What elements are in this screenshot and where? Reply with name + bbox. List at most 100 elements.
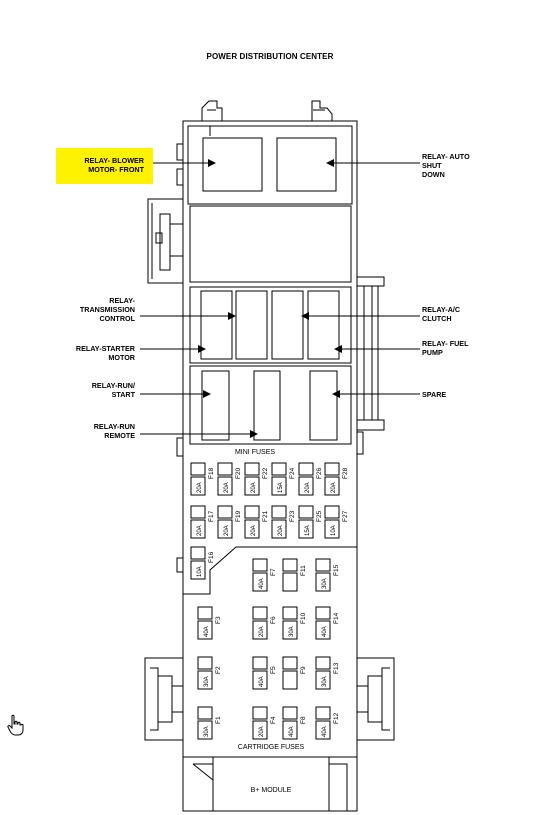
label-relay-ac-clutch: RELAY-A/C CLUTCH bbox=[422, 305, 461, 323]
label-relay-run-start: RELAY-RUN/ START bbox=[91, 381, 135, 399]
cartridge-fuse-f13 bbox=[315, 656, 331, 690]
mini-fuse-f19 bbox=[217, 505, 233, 539]
fuse-rating-f20: 20A bbox=[224, 482, 230, 493]
mini-fuse-f23 bbox=[271, 505, 287, 539]
fuse-id-f21: F21 bbox=[262, 510, 269, 522]
cartridge-fuse-f11 bbox=[282, 558, 298, 592]
fuse-id-f14: F14 bbox=[333, 612, 340, 624]
fuse-rating-f23: 20A bbox=[278, 525, 284, 536]
relay-transmission-control bbox=[200, 290, 233, 360]
fuse-id-f20: F20 bbox=[235, 467, 242, 479]
fuse-rating-f10: 30A bbox=[289, 626, 295, 637]
relay-blower-motor-front bbox=[202, 137, 263, 192]
mini-fuse-f26 bbox=[298, 462, 314, 496]
fuse-id-f27: F27 bbox=[342, 510, 349, 522]
fuse-rating-f12: 40A bbox=[322, 726, 328, 737]
cartridge-fuse-f3 bbox=[197, 606, 213, 640]
fuse-id-f18: F18 bbox=[208, 467, 215, 479]
fuse-rating-f17: 20A bbox=[197, 525, 203, 536]
right-side-rails bbox=[357, 276, 385, 431]
top-tab-left bbox=[201, 100, 223, 121]
highlight-box bbox=[56, 148, 153, 184]
fuse-id-f26: F26 bbox=[316, 467, 323, 479]
relay-bay-lower bbox=[189, 365, 352, 445]
relay-bay-top bbox=[187, 125, 353, 205]
label-relay-run-remote: RELAY-RUN REMOTE bbox=[93, 422, 135, 440]
relay-bay-middle bbox=[189, 286, 352, 364]
fuse-rating-f22: 20A bbox=[251, 482, 257, 493]
cartridge-fuse-f2 bbox=[197, 656, 213, 690]
mini-fuse-f20 bbox=[217, 462, 233, 496]
fuse-id-f15: F15 bbox=[333, 564, 340, 576]
relay-run-remote bbox=[253, 370, 281, 441]
fuse-rating-f21: 20A bbox=[251, 525, 257, 536]
fuse-id-f25: F25 bbox=[316, 510, 323, 522]
label-relay-blower-motor-front: RELAY- BLOWER MOTOR- FRONT bbox=[84, 156, 144, 174]
fuse-id-f3: F3 bbox=[215, 616, 222, 624]
mini-fuse-f28 bbox=[324, 462, 340, 496]
label-relay-transmission-control: RELAY- TRANSMISSION CONTROL bbox=[79, 296, 135, 323]
fuse-id-f16: F16 bbox=[208, 551, 215, 563]
fuse-id-f24: F24 bbox=[289, 467, 296, 479]
fuse-rating-f27: 10A bbox=[331, 525, 337, 536]
fuse-id-f9: F9 bbox=[300, 666, 307, 674]
b-plus-module bbox=[183, 756, 357, 812]
fuse-rating-f18: 20A bbox=[197, 482, 203, 493]
fuse-id-f7: F7 bbox=[270, 568, 277, 576]
label-relay-fuel-pump: RELAY- FUEL PUMP bbox=[422, 339, 469, 357]
cartridge-fuse-f6 bbox=[252, 606, 268, 640]
mini-fuse-f17 bbox=[190, 505, 206, 539]
fuse-rating-f26: 20A bbox=[305, 482, 311, 493]
cartridge-fuse-f14 bbox=[315, 606, 331, 640]
top-tab-right bbox=[311, 100, 333, 121]
fuse-rating-f1: 30A bbox=[204, 726, 210, 737]
fuse-id-f4: F4 bbox=[270, 716, 277, 724]
fuse-id-f22: F22 bbox=[262, 467, 269, 479]
label-relay-auto-shut-down: RELAY- AUTO SHUT DOWN bbox=[422, 152, 470, 179]
fuse-rating-f2: 30A bbox=[204, 676, 210, 687]
cartridge-fuse-f10 bbox=[282, 606, 298, 640]
fuse-id-f2: F2 bbox=[215, 666, 222, 674]
diagram-title: POWER DISTRIBUTION CENTER bbox=[206, 52, 334, 61]
fuse-rating-f19: 20A bbox=[224, 525, 230, 536]
b-plus-module-label: B+ MODULE bbox=[251, 787, 292, 794]
fuse-id-f11: F11 bbox=[300, 565, 307, 576]
fuse-rating-f13: 30A bbox=[322, 676, 328, 687]
fuse-rating-f4: 20A bbox=[259, 726, 265, 737]
label-relay-starter-motor: RELAY-STARTER MOTOR bbox=[75, 344, 135, 362]
fuse-rating-f25: 15A bbox=[305, 525, 311, 536]
cartridge-region-outline bbox=[183, 546, 357, 595]
fuse-rating-f5: 40A bbox=[259, 676, 265, 687]
fuse-id-f17: F17 bbox=[208, 510, 215, 522]
fuse-rating-f16: 10A bbox=[197, 566, 203, 577]
mini-fuse-f27 bbox=[324, 505, 340, 539]
relay-starter-motor bbox=[235, 290, 268, 360]
mini-fuse-f16 bbox=[190, 546, 206, 580]
fuse-id-f6: F6 bbox=[270, 616, 277, 624]
cartridge-fuse-f15 bbox=[315, 558, 331, 592]
mini-fuse-f21 bbox=[244, 505, 260, 539]
relay-spare bbox=[309, 370, 338, 441]
cartridge-fuse-f4 bbox=[252, 706, 268, 740]
fuse-id-f28: F28 bbox=[342, 467, 349, 479]
fuse-id-f5: F5 bbox=[270, 666, 277, 674]
cartridge-fuse-f1 bbox=[197, 706, 213, 740]
hand-pointer-icon bbox=[6, 714, 24, 741]
fuse-rating-f28: 20A bbox=[331, 482, 337, 493]
fuse-rating-f14: 40A bbox=[322, 626, 328, 637]
fuse-id-f13: F13 bbox=[333, 662, 340, 674]
cartridge-fuses-label: CARTRIDGE FUSES bbox=[238, 744, 305, 751]
fuse-rating-f6: 20A bbox=[259, 626, 265, 637]
relay-ac-clutch bbox=[271, 290, 304, 360]
fuse-rating-f3: 40A bbox=[204, 626, 210, 637]
fuse-id-f8: F8 bbox=[300, 716, 307, 724]
fuse-rating-f15: 30A bbox=[322, 578, 328, 589]
mini-fuses-label: MINI FUSES bbox=[235, 449, 275, 456]
fuse-id-f12: F12 bbox=[333, 712, 340, 724]
cartridge-fuse-f8 bbox=[282, 706, 298, 740]
relay-bay-large bbox=[189, 205, 352, 283]
bottom-right-connector bbox=[356, 657, 395, 741]
mini-fuse-f24 bbox=[271, 462, 287, 496]
left-side-connector bbox=[147, 198, 183, 284]
